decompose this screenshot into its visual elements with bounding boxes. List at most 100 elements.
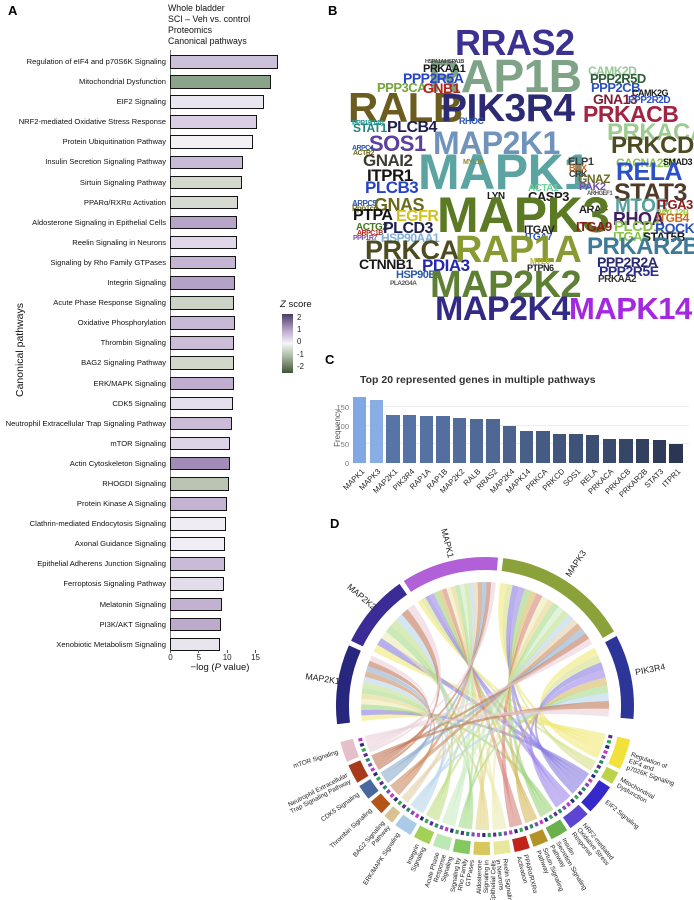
gene-bar xyxy=(452,418,467,463)
inner-track-dash xyxy=(524,825,529,831)
chord-ribbon xyxy=(380,628,586,777)
y-axis-tick: 100 xyxy=(336,421,349,431)
xlabel-suffix: value) xyxy=(220,662,250,673)
y-axis-tick: 150 xyxy=(336,402,349,412)
pathway-row: Protein Ubiquitination Pathway xyxy=(0,132,335,152)
chord-gene-arc xyxy=(335,645,361,725)
chord-pathway-label: IntegrinSignaling xyxy=(404,843,428,873)
pathway-label: Signaling by Rho Family GTPases xyxy=(50,257,166,267)
chord-ribbon xyxy=(507,590,537,822)
pathway-row: Axonal Guidance Signaling xyxy=(0,534,335,554)
pathway-label: Mitochondrial Dysfunction xyxy=(79,77,166,87)
chord-ribbon xyxy=(428,583,473,819)
pathway-bar xyxy=(170,356,234,370)
gene-bar xyxy=(552,433,567,463)
inner-track-dash xyxy=(419,816,425,821)
chord-pathway-arc xyxy=(512,835,530,852)
inner-track-dash xyxy=(487,832,491,837)
legend-title-z: Z xyxy=(280,299,286,310)
pathway-bar xyxy=(170,135,254,149)
chord-pathway-arc xyxy=(452,838,471,855)
legend-title-rest: score xyxy=(285,299,312,310)
inner-track-dash xyxy=(606,739,612,744)
pathway-row: Clathrin-mediated Endocytosis Signaling xyxy=(0,514,335,534)
x-axis-tickmark xyxy=(226,650,228,653)
inner-track-dash xyxy=(590,773,596,779)
inner-track-dash xyxy=(449,828,454,833)
pathway-bar xyxy=(170,597,222,612)
pathway-label: Clathrin-mediated Endocytosis Signaling xyxy=(29,519,166,529)
inner-track-dash xyxy=(367,762,373,768)
pathway-row: Signaling by Rho Family GTPases xyxy=(0,253,335,273)
chord-gene-label: MAP2K2 xyxy=(345,582,378,612)
chord-pathway-arc xyxy=(493,839,511,855)
chord-gene-arc xyxy=(605,636,634,719)
pathway-label: Ferroptosis Signaling Pathway xyxy=(63,579,166,589)
chord-pathway-arc xyxy=(529,829,548,847)
chord-pathway-arc xyxy=(608,736,631,769)
pathway-label: Acute Phase Response Signaling xyxy=(53,298,166,308)
pathway-label: BAG2 Signaling Pathway xyxy=(81,358,166,368)
chord-pathway-label: MitochondrialDysfunction xyxy=(615,776,655,807)
chord-ribbon xyxy=(390,623,582,789)
chord-ribbon xyxy=(367,660,430,770)
pathway-label: Protein Kinase A Signaling xyxy=(76,499,166,509)
chord-ribbon xyxy=(539,654,601,771)
inner-track-dash xyxy=(401,803,407,809)
chord-pathway-arc xyxy=(432,833,453,851)
inner-track-dash xyxy=(584,782,590,788)
gene-bar xyxy=(502,425,517,463)
pathway-bar xyxy=(170,75,272,89)
pathway-label: NRF2-mediated Oxidative Stress Response xyxy=(18,117,166,127)
inner-track-dash xyxy=(393,796,399,802)
inner-track-dash xyxy=(424,818,429,824)
inner-track-dash xyxy=(410,810,416,816)
panel-a-title-line: Whole bladder xyxy=(168,3,225,13)
pathway-bar xyxy=(170,436,231,451)
pathway-bar xyxy=(170,376,234,391)
x-axis-tick: 15 xyxy=(251,653,260,662)
pathway-bar xyxy=(170,477,229,491)
gene-bar xyxy=(519,431,533,463)
inner-track-dash xyxy=(382,784,388,790)
pathway-bar xyxy=(170,55,279,69)
pathway-row: Protein Kinase A Signaling xyxy=(0,494,335,514)
inner-track-dash xyxy=(596,764,602,770)
pathway-label: Sirtuin Signaling Pathway xyxy=(79,177,166,187)
pathway-label: PPARα/RXRα Activation xyxy=(83,197,166,207)
inner-track-dash xyxy=(414,813,420,819)
chord-ribbon xyxy=(401,618,578,801)
chord-ribbon xyxy=(361,709,589,778)
chord-pathway-label: AldosteroneSignaling inEpithelial Cells xyxy=(476,859,498,900)
pathway-bar xyxy=(170,396,233,411)
gene-bar xyxy=(386,415,400,463)
gene-bar xyxy=(469,419,483,463)
chord-pathway-arc xyxy=(545,819,568,840)
pathway-bar xyxy=(170,617,221,632)
chord-pathway-arc xyxy=(473,841,491,855)
inner-track-dash xyxy=(587,778,593,783)
inner-track-dash xyxy=(476,832,481,837)
pathway-bar xyxy=(170,215,238,230)
pathway-row: Integrin Signaling xyxy=(0,273,335,293)
pathway-bar xyxy=(170,316,235,330)
x-axis-tick: 0 xyxy=(168,653,173,662)
pathway-bar xyxy=(170,577,224,591)
y-axis-tick: 0 xyxy=(344,459,349,468)
inner-track-dash xyxy=(539,819,544,825)
pathway-label: Integrin Signaling xyxy=(107,278,166,288)
inner-track-dash xyxy=(375,776,381,782)
zscore-tick: 1 xyxy=(297,325,302,335)
pathway-bar xyxy=(170,517,226,531)
inner-track-dash xyxy=(570,798,575,804)
chord-ribbon xyxy=(412,614,574,809)
chord-ribbon xyxy=(382,581,487,780)
chord-gene-arc xyxy=(351,583,407,647)
inner-track-dash xyxy=(389,792,395,798)
gene-bar xyxy=(402,415,417,463)
pathway-label: EIF2 Signaling xyxy=(116,97,166,107)
inner-track-dash xyxy=(370,767,376,772)
y-axis-tick: 50 xyxy=(340,440,349,450)
